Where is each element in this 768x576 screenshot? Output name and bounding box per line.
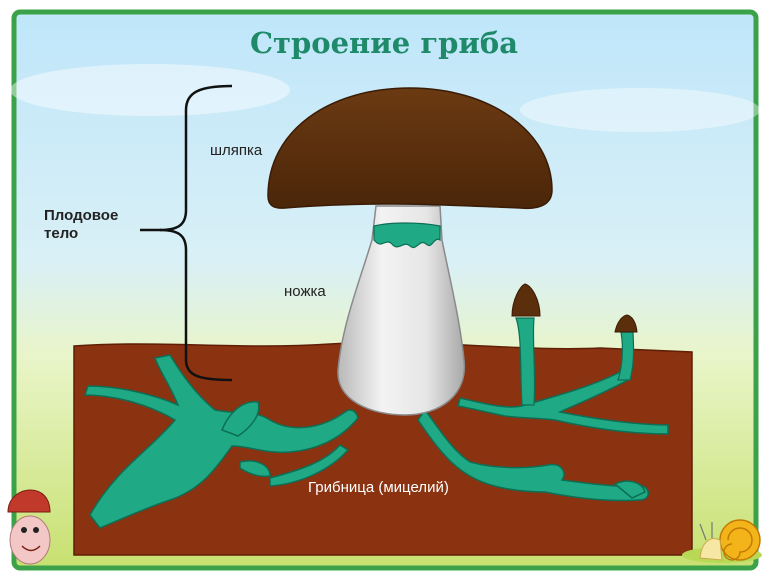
mushroom-ring [373,222,441,248]
mushroom-stem [337,205,466,416]
mycelium [83,354,669,529]
mushroom-mascot-icon [7,489,51,565]
mushroom-cap [267,87,553,210]
small-mushroom-2 [617,331,635,381]
snail-icon [682,519,762,563]
label-cap: шляпка [210,142,263,159]
small-mushroom-1 [515,317,536,406]
label-stem: ножка [284,283,326,300]
diagram-title: Строение гриба [249,26,519,60]
label-fruit-body: Плодовое тело [44,207,119,242]
label-mycelium: Грибница (мицелий) [308,479,449,496]
